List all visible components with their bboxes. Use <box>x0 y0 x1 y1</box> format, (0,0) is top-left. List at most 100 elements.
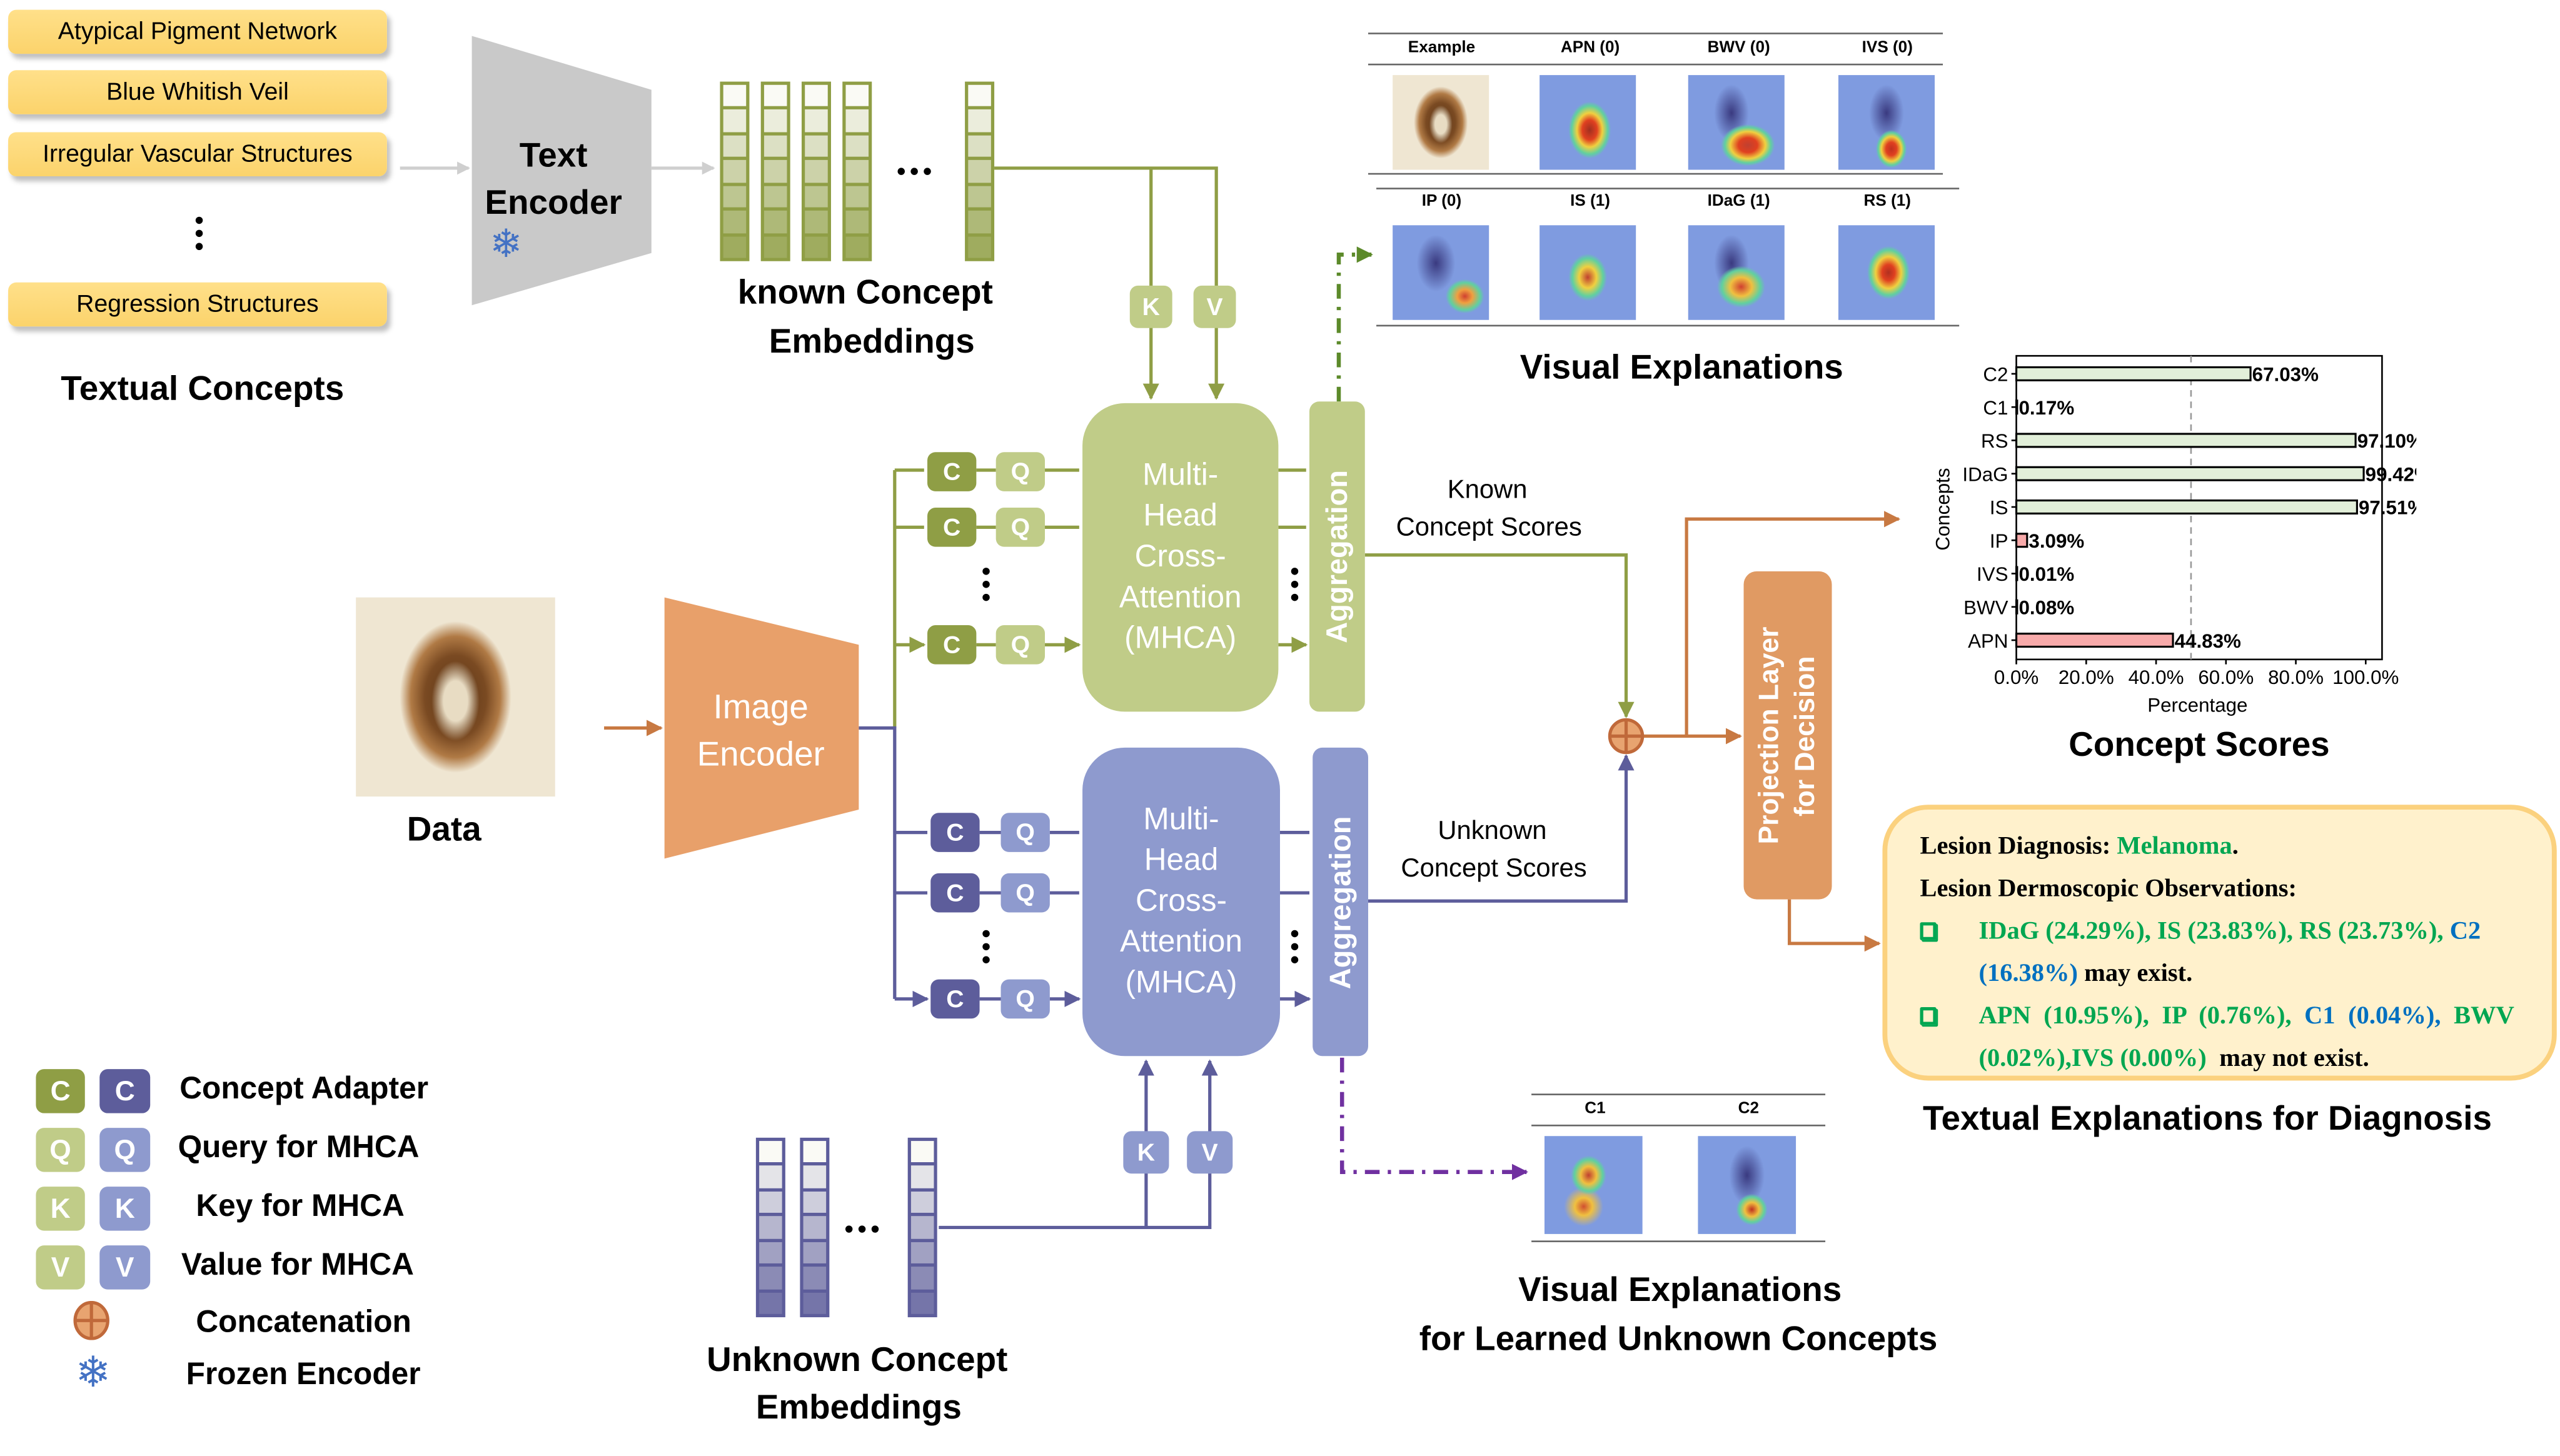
image-encoder-label: Image Encoder <box>697 688 825 774</box>
data-label: Data <box>406 811 481 849</box>
query-block-unknown: Q <box>1000 873 1050 913</box>
y-tick-label: C2 <box>1983 364 2008 386</box>
embedding-vector <box>801 81 831 261</box>
legend-label: Concept Adapter <box>179 1072 429 1107</box>
bar-idag <box>2015 466 2365 481</box>
mhca-text: Head <box>1144 843 1219 878</box>
mhca-known: Multi- Head Cross- Attention (MHCA) <box>1082 403 1279 712</box>
period: . <box>2232 832 2239 860</box>
concept-adapter-unknown: C <box>930 813 980 852</box>
embedding-vector <box>760 81 790 261</box>
legend-label: Frozen Encoder <box>186 1358 421 1393</box>
y-axis-label: Concepts <box>1932 468 1953 550</box>
observation-item: IVS (0.00%) <box>2071 1045 2207 1073</box>
table-rule <box>1368 173 1943 176</box>
bar-apn <box>2015 633 2174 648</box>
bar-value-label: 3.09% <box>2028 530 2084 552</box>
value-block-known: V <box>1193 285 1236 328</box>
mhca-text: Attention <box>1120 925 1242 960</box>
key-block-unknown: K <box>1123 1131 1169 1174</box>
query-block-unknown: Q <box>1000 813 1050 852</box>
diagnosis-value: Melanoma <box>2117 832 2232 860</box>
unknown-embeddings-label-2: Embeddings <box>755 1388 962 1427</box>
table-rule <box>1531 1124 1826 1127</box>
query-block-unknown: Q <box>1000 979 1050 1019</box>
bar-value-label: 0.01% <box>2018 563 2074 585</box>
may-exist-text: IDaG (24.29%), IS (23.83%), RS (23.73%),… <box>1978 911 2526 996</box>
known-embeddings-label-1: known Concept <box>737 274 993 312</box>
query-block-known: Q <box>995 625 1046 665</box>
table-rule <box>1368 33 1943 35</box>
legend-q-known: Q <box>36 1128 85 1172</box>
ve-header: RS (1) <box>1863 193 1912 211</box>
bar-value-label: 0.17% <box>2018 397 2074 419</box>
heatmap-ip <box>1393 225 1489 320</box>
projection-label-2: for Decision <box>1789 655 1821 816</box>
textual-explanation-box: Lesion Diagnosis: Melanoma. Lesion Dermo… <box>1882 805 2557 1081</box>
snowflake-icon: ❄ <box>75 1347 111 1397</box>
unknown-ve-header: C2 <box>1738 1100 1760 1118</box>
observation-item: IDaG (24.29%), <box>1978 917 2151 945</box>
embedding-vector <box>800 1137 830 1318</box>
ve-header: Example <box>1408 39 1476 58</box>
may-exist-bullet: IDaG (24.29%), IS (23.83%), RS (23.73%),… <box>1920 911 2526 996</box>
textual-concepts-title: Textual Concepts <box>61 370 345 408</box>
concept-adapter-known: C <box>927 508 977 547</box>
image-encoder-shape <box>664 597 859 859</box>
example-lesion-image <box>1393 75 1489 170</box>
concept-adapter-known: C <box>927 625 977 665</box>
concept-scores-chart: 67.03%C20.17%C197.10%RS99.42%IDaG97.51%I… <box>1932 354 2416 716</box>
concept-blue-whitish-veil: Blue Whitish Veil <box>8 70 387 114</box>
y-tick-label: IS <box>1990 497 2008 519</box>
y-tick-label: C1 <box>1983 397 2008 419</box>
observation-item: RS (23.73%), <box>2299 917 2444 945</box>
ve-header: IS (1) <box>1570 193 1611 211</box>
bar-value-label: 44.83% <box>2175 630 2241 652</box>
embedding-vector <box>720 81 750 261</box>
checkbox-icon <box>1920 922 1937 940</box>
observation-item: C2 (16.38%) <box>1978 917 2481 988</box>
x-tick-label: 80.0% <box>2268 666 2324 688</box>
y-tick-label: IP <box>1990 530 2008 552</box>
concept-regression-structures: Regression Structures <box>8 282 387 327</box>
legend-q-unknown: Q <box>99 1128 151 1172</box>
legend-k-known: K <box>36 1187 85 1231</box>
heatmap-bwv <box>1688 75 1785 170</box>
heatmap-apn <box>1540 75 1636 170</box>
observation-item: IS (23.83%), <box>2157 917 2294 945</box>
query-block-known: Q <box>995 508 1046 547</box>
input-lesion-image <box>356 597 555 797</box>
table-rule <box>1376 324 1960 327</box>
x-tick-label: 0.0% <box>1994 666 2038 688</box>
legend-v-unknown: V <box>99 1245 151 1290</box>
table-rule <box>1531 1093 1826 1096</box>
observation-item: C1 (0.04%), <box>2304 1002 2441 1030</box>
snowflake-icon: ❄ <box>490 223 523 267</box>
table-rule <box>1368 63 1943 66</box>
ve-header: IVS (0) <box>1862 39 1913 58</box>
observation-item: IP (0.76%), <box>2162 1002 2292 1030</box>
x-tick-label: 100.0% <box>2332 666 2399 688</box>
concept-adapter-unknown: C <box>930 979 980 1019</box>
text-encoder-label: Text Encoder <box>485 137 622 223</box>
known-scores-label-2: Concept Scores <box>1396 514 1582 542</box>
ellipsis-dots <box>195 168 1299 1233</box>
legend-label: Value for MHCA <box>181 1248 414 1283</box>
known-embeddings-label-2: Embeddings <box>769 323 975 361</box>
observations-label: Lesion Dermoscopic Observations: <box>1920 875 2297 903</box>
diagnosis-line: Lesion Diagnosis: Melanoma. <box>1920 826 2526 868</box>
aggregation-label: Aggregation <box>1319 469 1353 643</box>
mhca-text: (MHCA) <box>1124 621 1237 656</box>
concept-irregular-vascular-structures: Irregular Vascular Structures <box>8 132 387 176</box>
text-encoder-shape <box>471 36 652 306</box>
legend-label: Concatenation <box>196 1305 411 1340</box>
mhca-text: Multi- <box>1142 458 1219 493</box>
embedding-vector <box>755 1137 785 1318</box>
unknown-scores-label-1: Unknown <box>1438 818 1547 846</box>
table-rule <box>1531 1240 1826 1243</box>
unknown-embeddings-label-1: Unknown Concept <box>707 1342 1008 1380</box>
ve-header: BWV (0) <box>1707 39 1770 58</box>
